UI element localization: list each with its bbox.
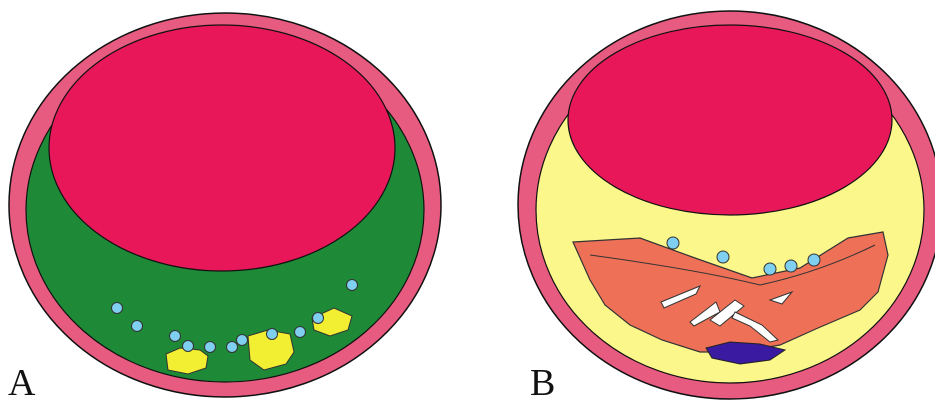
foam-cell — [667, 237, 679, 249]
foam-cell — [717, 251, 729, 263]
foam-cell — [112, 303, 123, 314]
panel-b-artery — [518, 11, 935, 399]
foam-cell — [347, 280, 358, 291]
foam-cell — [808, 254, 820, 266]
foam-cell — [205, 342, 216, 353]
foam-cell — [237, 335, 248, 346]
foam-cell — [313, 313, 324, 324]
panel-a-label: A — [8, 364, 35, 402]
foam-cell — [295, 327, 306, 338]
foam-cell — [132, 321, 143, 332]
foam-cell — [764, 263, 776, 275]
panel-a-lumen — [49, 25, 395, 271]
panel-a-artery — [9, 13, 441, 397]
foam-cell — [785, 260, 797, 272]
panel-b-lumen — [568, 25, 892, 215]
panel-b-label: B — [530, 364, 555, 402]
foam-cell — [227, 342, 238, 353]
foam-cell — [183, 341, 194, 352]
foam-cell — [267, 329, 278, 340]
foam-cell — [170, 331, 181, 342]
